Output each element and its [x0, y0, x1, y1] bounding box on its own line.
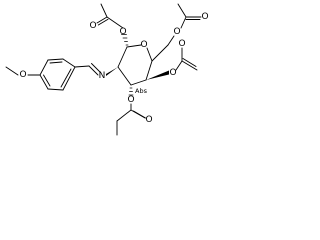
atom-o-ac3-ester: O — [127, 95, 134, 105]
methoxy-group — [5, 66, 41, 76]
atom-o-ac6-ester: O — [173, 27, 180, 37]
chemical-structure: O N O O O O O O O O O Abs — [5, 3, 209, 136]
atom-o-ring: O — [140, 40, 147, 50]
stereo-abs-label: Abs — [135, 87, 148, 95]
atom-o-ac6-carbonyl: O — [201, 12, 208, 22]
atom-o-ac4-ester: O — [169, 68, 176, 78]
atom-o-ac1-ester: O — [119, 27, 126, 37]
atom-o-ac1-carbonyl: O — [89, 21, 96, 31]
acetate-c1 — [96, 3, 129, 46]
imine-linkage — [74, 63, 118, 76]
pyranose-ring — [117, 44, 153, 86]
atom-n-imine: N — [99, 71, 106, 81]
acetate-c3 — [116, 87, 146, 136]
atom-o-ac4-carbonyl: O — [178, 39, 185, 49]
acetate-c6 — [151, 3, 202, 62]
benzene-ring — [39, 58, 76, 91]
atom-o-ac3-carbonyl: O — [145, 115, 152, 125]
acetate-c4 — [146, 47, 198, 80]
atom-o-methoxy: O — [19, 70, 26, 80]
